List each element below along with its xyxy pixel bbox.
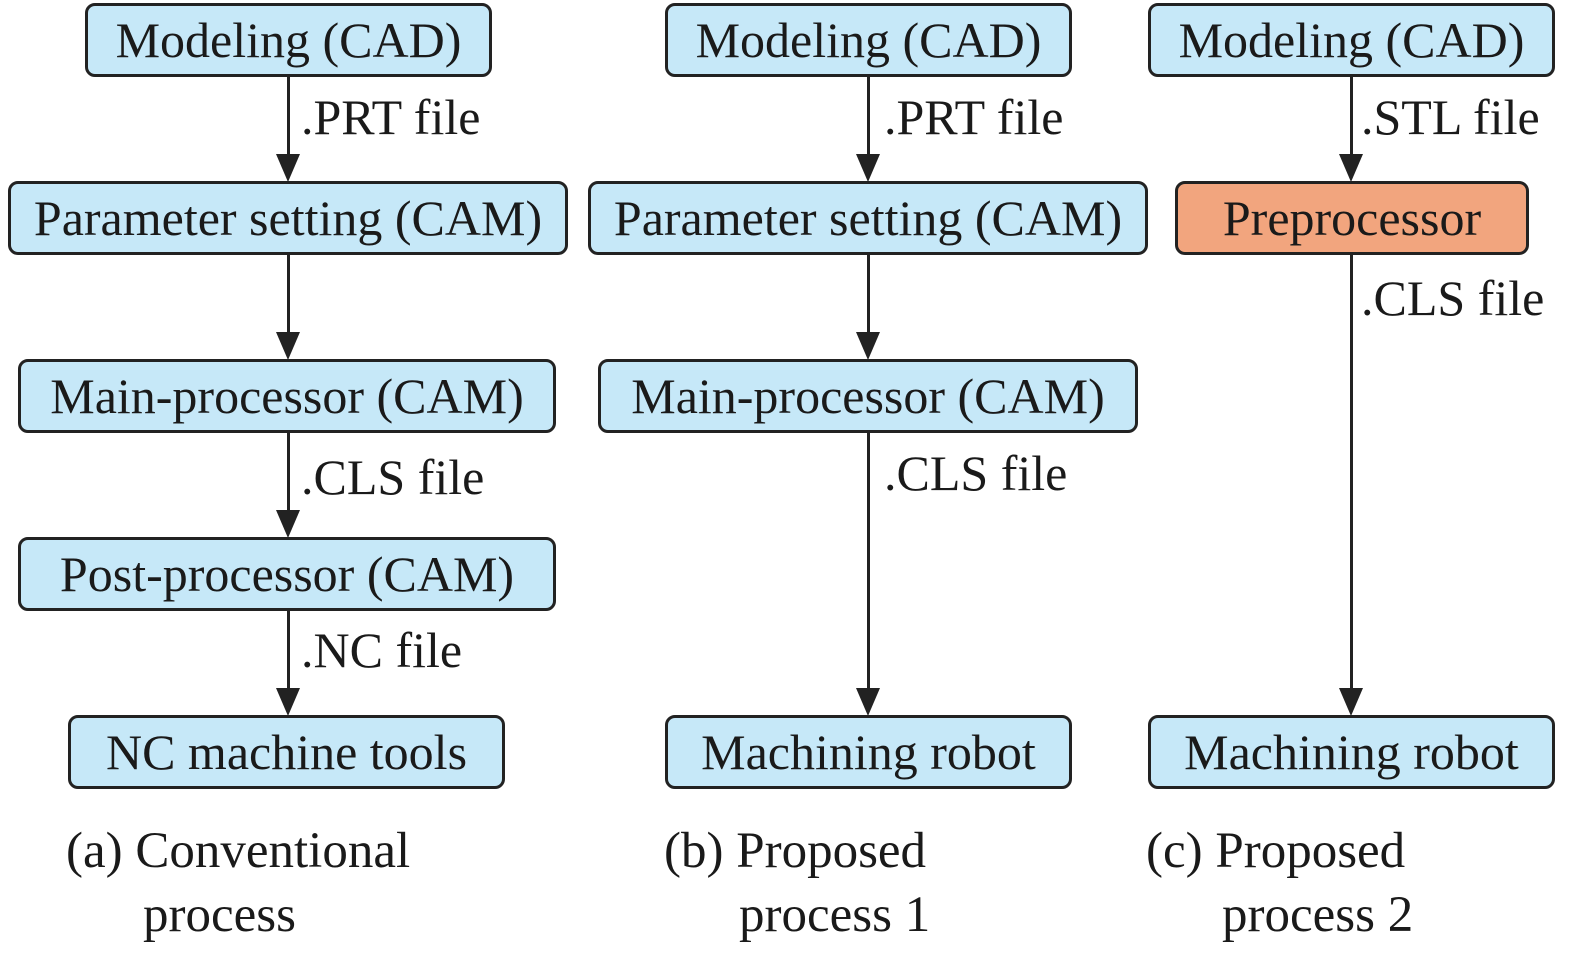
a-nc-machine-tools-box: NC machine tools [68,715,505,789]
c-caption-line2: process 2 [1222,887,1414,943]
c-arrow-2-head [1339,688,1363,716]
a-arrow-3-shaft [287,433,290,513]
b-prt-file-label: .PRT file [884,89,1064,145]
c-arrow-2-shaft [1350,255,1353,691]
a-caption-line1: (a) Conventional [66,823,411,879]
b-arrow-3-shaft [867,433,870,691]
b-cls-file-label: .CLS file [884,445,1068,501]
a-nc-file-label: .NC file [301,622,463,678]
a-arrow-1-shaft [287,77,290,157]
b-parameter-setting-box: Parameter setting (CAM) [588,181,1148,255]
a-parameter-setting-box: Parameter setting (CAM) [8,181,568,255]
a-arrow-1-head [276,154,300,182]
a-arrow-3-head [276,510,300,538]
a-arrow-4-shaft [287,611,290,691]
a-arrow-2-shaft [287,255,290,335]
a-arrow-2-head [276,332,300,360]
a-cls-file-label: .CLS file [301,449,485,505]
b-modeling-cad-box: Modeling (CAD) [665,3,1072,77]
c-modeling-cad-box: Modeling (CAD) [1148,3,1555,77]
a-prt-file-label: .PRT file [301,89,481,145]
c-machining-robot-box: Machining robot [1148,715,1555,789]
b-arrow-1-shaft [867,77,870,157]
b-machining-robot-box: Machining robot [665,715,1072,789]
c-preprocessor-box: Preprocessor [1175,181,1529,255]
a-post-processor-box: Post-processor (CAM) [18,537,556,611]
b-arrow-1-head [856,154,880,182]
c-arrow-1-shaft [1350,77,1353,157]
c-arrow-1-head [1339,154,1363,182]
a-arrow-4-head [276,688,300,716]
c-cls-file-label: .CLS file [1361,270,1545,326]
b-caption-line2: process 1 [739,887,931,943]
b-main-processor-box: Main-processor (CAM) [598,359,1138,433]
a-caption-line2: process [143,887,296,943]
b-arrow-2-head [856,332,880,360]
b-arrow-2-shaft [867,255,870,335]
a-main-processor-box: Main-processor (CAM) [18,359,556,433]
a-modeling-cad-box: Modeling (CAD) [85,3,492,77]
c-stl-file-label: .STL file [1361,89,1540,145]
b-caption-line1: (b) Proposed [664,823,927,879]
c-caption-line1: (c) Proposed [1146,823,1406,879]
b-arrow-3-head [856,688,880,716]
